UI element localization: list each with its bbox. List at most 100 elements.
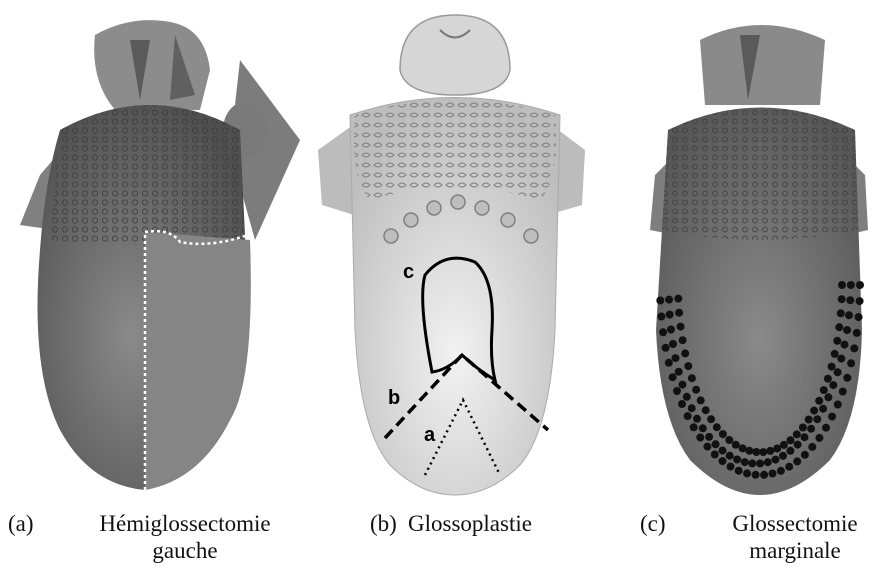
- epiglottis: [700, 25, 825, 105]
- marker-a: a: [424, 424, 436, 446]
- resection-dot: [834, 368, 842, 376]
- resection-dot: [672, 354, 680, 362]
- resection-dot: [681, 349, 689, 357]
- resection-dot: [764, 458, 772, 466]
- resection-dot: [688, 404, 696, 412]
- resection-dot: [696, 434, 704, 442]
- epiglottis: [400, 15, 510, 95]
- caption-line: Hémiglossectomie: [70, 510, 300, 538]
- resection-dot: [666, 311, 674, 319]
- resection-dot: [843, 326, 851, 334]
- caption-line: gauche: [70, 537, 300, 565]
- resection-dot: [662, 344, 670, 352]
- resection-dot: [837, 309, 845, 317]
- resection-dot: [703, 443, 711, 451]
- resection-dot: [679, 381, 687, 389]
- marker-c: c: [403, 261, 414, 283]
- resection-dot: [688, 374, 696, 382]
- resection-dot: [702, 406, 710, 414]
- resection-dot: [669, 373, 677, 381]
- resection-dot: [748, 459, 756, 467]
- resection-dot: [793, 430, 801, 438]
- resection-dot: [659, 328, 667, 336]
- resection-dot: [828, 413, 836, 421]
- resection-dot: [674, 295, 682, 303]
- resection-dot: [697, 396, 705, 404]
- resection-dot: [839, 388, 847, 396]
- resection-dot: [801, 451, 809, 459]
- resection-dot: [760, 471, 768, 479]
- resection-dot: [733, 456, 741, 464]
- resection-dot: [693, 415, 701, 423]
- resection-dot: [831, 350, 839, 358]
- resection-dot: [772, 456, 780, 464]
- resection-dot: [656, 297, 664, 305]
- resection-dot: [835, 323, 843, 331]
- resection-dot: [752, 448, 760, 456]
- caption-letter: (a): [8, 510, 34, 538]
- resection-dot: [690, 423, 698, 431]
- resection-dot: [794, 441, 802, 449]
- resection-dot: [847, 281, 855, 289]
- resection-dot: [719, 447, 727, 455]
- resection-dot: [801, 433, 809, 441]
- epiglottis: [94, 20, 210, 110]
- resection-dot: [673, 387, 681, 395]
- resection-dot: [853, 329, 861, 337]
- resection-dot: [743, 469, 751, 477]
- resection-dot: [815, 434, 823, 442]
- resection-dot: [667, 326, 675, 334]
- resection-dot: [705, 433, 713, 441]
- resection-dot: [675, 368, 683, 376]
- resection-dot: [846, 296, 854, 304]
- resection-dot: [727, 463, 735, 471]
- resection-dot: [657, 313, 665, 321]
- caption-line: Glossectomie: [715, 510, 875, 538]
- resection-dot: [824, 375, 832, 383]
- resection-dot: [711, 451, 719, 459]
- resection-dot: [837, 355, 845, 363]
- resection-dot: [756, 460, 764, 468]
- resection-dot: [843, 374, 851, 382]
- caption-line: Glossoplastie: [408, 510, 532, 538]
- resected-region: [145, 232, 251, 490]
- resection-dot: [829, 381, 837, 389]
- resection-dot: [810, 407, 818, 415]
- resection-dot: [684, 412, 692, 420]
- resection-dot: [684, 362, 692, 370]
- resection-dot: [712, 440, 720, 448]
- tongue-illustration-c: [630, 0, 875, 500]
- caption-letter: (c): [640, 510, 666, 538]
- resection-dot: [699, 424, 707, 432]
- resection-dot: [719, 430, 727, 438]
- resection-dot: [769, 470, 777, 478]
- resection-dot: [752, 471, 760, 479]
- resection-dot: [679, 336, 687, 344]
- resection-dot: [677, 323, 685, 331]
- resection-dot: [834, 401, 842, 409]
- resection-dot: [815, 397, 823, 405]
- resection-dot: [773, 445, 781, 453]
- resection-dot: [739, 444, 747, 452]
- resection-dot: [692, 386, 700, 394]
- resection-dot: [856, 297, 864, 305]
- resection-dot: [799, 424, 807, 432]
- resection-dot: [805, 416, 813, 424]
- resection-dot: [787, 436, 795, 444]
- resection-dot: [824, 393, 832, 401]
- resection-dot: [820, 386, 828, 394]
- tongue-illustration-b: c b a: [300, 0, 590, 500]
- caption-letter: (b): [370, 510, 397, 538]
- resection-dot: [838, 295, 846, 303]
- resection-dot: [766, 447, 774, 455]
- resection-dot: [828, 363, 836, 371]
- caption-line: marginale: [715, 537, 875, 565]
- resection-dot: [665, 359, 673, 367]
- resection-dot: [745, 447, 753, 455]
- resection-dot: [850, 344, 858, 352]
- resection-dot: [725, 436, 733, 444]
- resection-dot: [713, 423, 721, 431]
- resection-dot: [779, 452, 787, 460]
- resection-dot: [813, 415, 821, 423]
- resection-dot: [777, 467, 785, 475]
